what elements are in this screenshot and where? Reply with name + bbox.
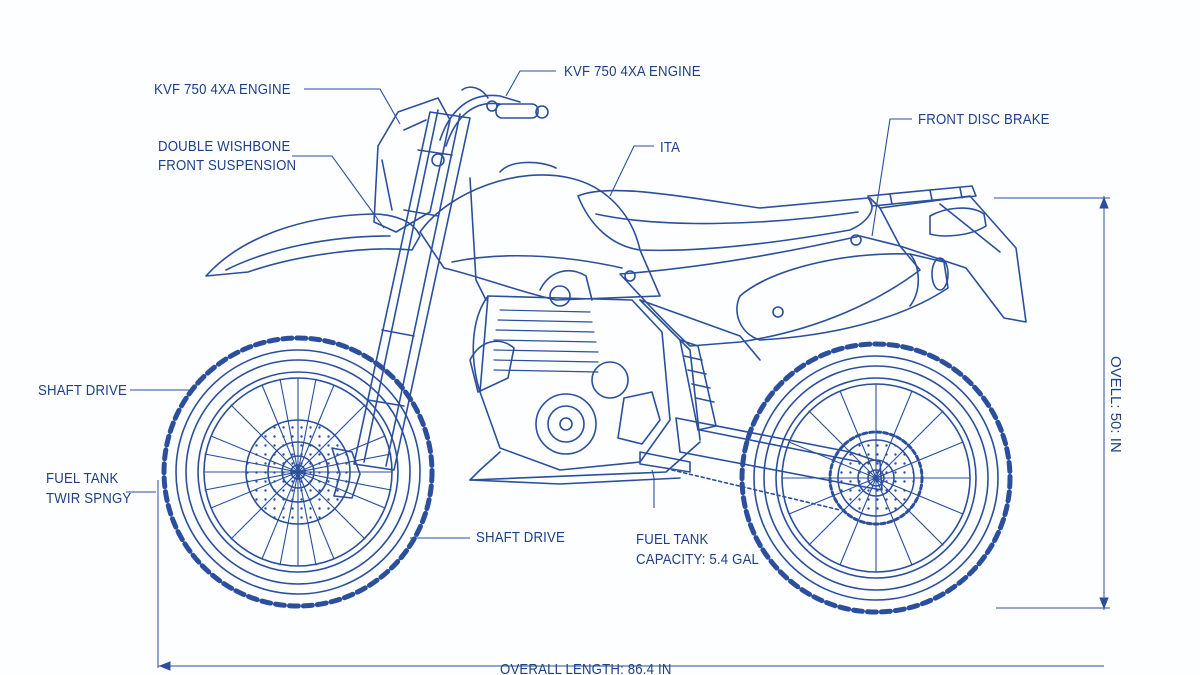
drive-chain (671, 469, 841, 511)
label-shaft-drive-bottom: SHAFT DRIVE (476, 529, 565, 546)
engine (469, 269, 671, 471)
label-suspension-line1: DOUBLE WISHBONE (158, 138, 291, 155)
front-fork (353, 109, 471, 471)
leader-engine-top (505, 70, 556, 97)
tail-light (929, 207, 987, 237)
label-suspension-line2: FRONT SUSPENSION (158, 157, 297, 174)
frame (469, 177, 761, 485)
rear-sprocket (828, 430, 924, 526)
engine-cylinder-fins (493, 309, 599, 373)
front-brake-caliper (331, 447, 361, 499)
dimension-lines (157, 196, 1110, 671)
front-fender (205, 213, 421, 277)
label-overall-height: OVELL: 50: IN (1107, 356, 1124, 453)
fuel-tank (419, 174, 661, 301)
leader-engine-left (304, 88, 401, 125)
rear-wheel (739, 341, 1013, 615)
label-ita: ITA (660, 139, 681, 156)
front-brake-disc (245, 419, 351, 525)
rear-shock (679, 339, 717, 431)
rear-fender (879, 195, 1027, 323)
callout-lines (126, 70, 912, 539)
label-shaft-drive-left: SHAFT DRIVE (38, 382, 127, 399)
front-wheel (161, 335, 435, 609)
engine-clutch-cover (535, 393, 597, 455)
headlight-cowl (373, 97, 451, 233)
label-fuel-left-line2: TWIR SPNGY (46, 490, 132, 507)
leader-ita (609, 145, 654, 197)
label-fuel-left-line1: FUEL TANK (46, 470, 119, 487)
swingarm (675, 417, 883, 491)
label-fuel-bottom-line2: CAPACITY: 5.4 GAL (636, 551, 760, 568)
leader-front-brake (871, 118, 912, 237)
label-fuel-bottom-line1: FUEL TANK (636, 531, 709, 548)
leader-suspension (292, 155, 385, 229)
side-panel (619, 235, 921, 347)
label-front-brake: FRONT DISC BRAKE (918, 111, 1050, 128)
label-engine-left: KVF 750 4XA ENGINE (154, 81, 291, 98)
footpeg (639, 451, 691, 473)
seat (577, 189, 873, 252)
exhaust-muffler (736, 253, 949, 341)
label-engine-top: KVF 750 4XA ENGINE (564, 63, 701, 80)
luggage-rack (867, 185, 977, 207)
handlebar (439, 86, 549, 147)
leader-fuel-bottom (651, 469, 655, 508)
label-overall-length: OVERALL LENGTH: 86.4 IN (500, 661, 672, 675)
